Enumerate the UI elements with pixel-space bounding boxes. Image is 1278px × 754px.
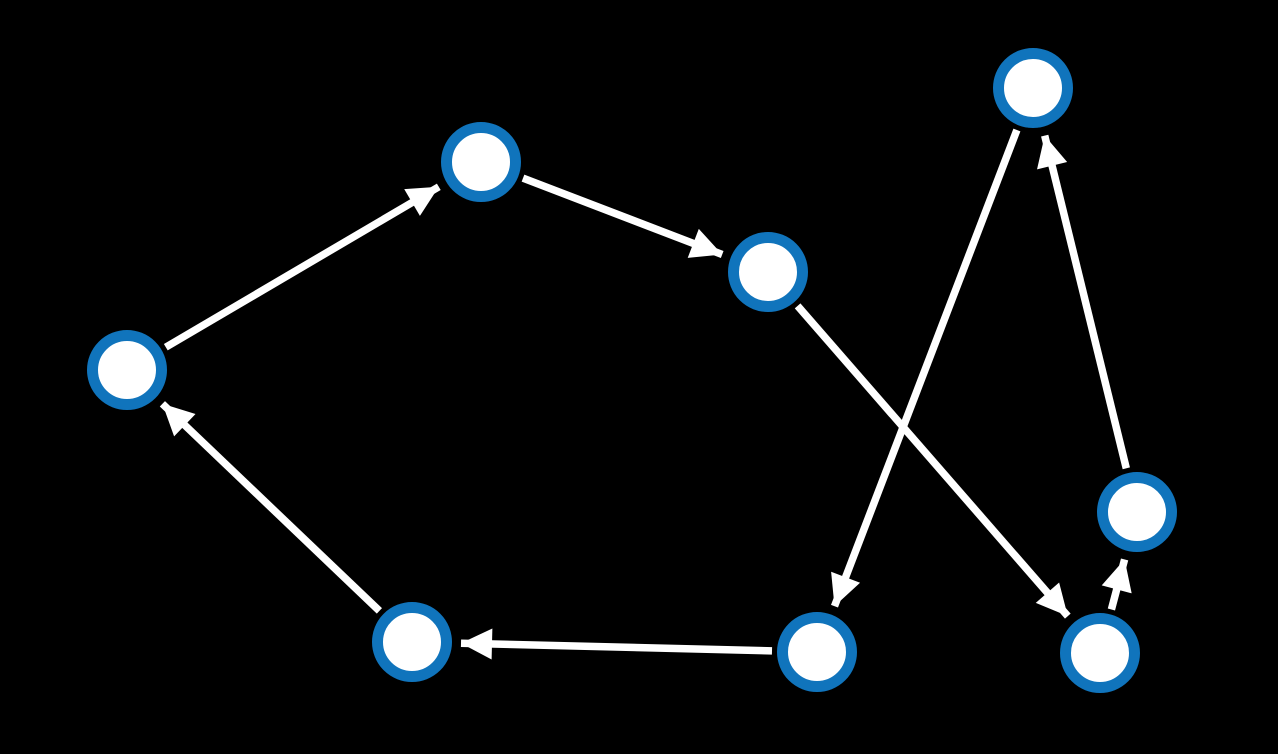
- graph-edge-top-to-middle: [521, 174, 724, 259]
- graph-edge-left-to-top: [163, 183, 441, 351]
- graph-node-right: [1097, 472, 1177, 552]
- graph-edge-bottom-left-to-left: [159, 401, 382, 614]
- graph-node-bottom-left: [372, 602, 452, 682]
- graph-edge-middle-to-bottom-right: [794, 303, 1071, 619]
- graph-edge-right-to-top-right: [1037, 134, 1130, 470]
- graph-edge-bottom-middle-to-bottom-left: [460, 628, 773, 660]
- graph-edge-top-right-to-bottom-middle: [830, 128, 1021, 608]
- graph-node-middle: [728, 232, 808, 312]
- graph-node-top-right: [993, 48, 1073, 128]
- graph-node-top: [441, 122, 521, 202]
- graph-node-left: [87, 330, 167, 410]
- graph-node-bottom-middle: [777, 612, 857, 692]
- graph-node-bottom-right: [1060, 613, 1140, 693]
- graph-edge-bottom-right-to-right: [1101, 558, 1132, 611]
